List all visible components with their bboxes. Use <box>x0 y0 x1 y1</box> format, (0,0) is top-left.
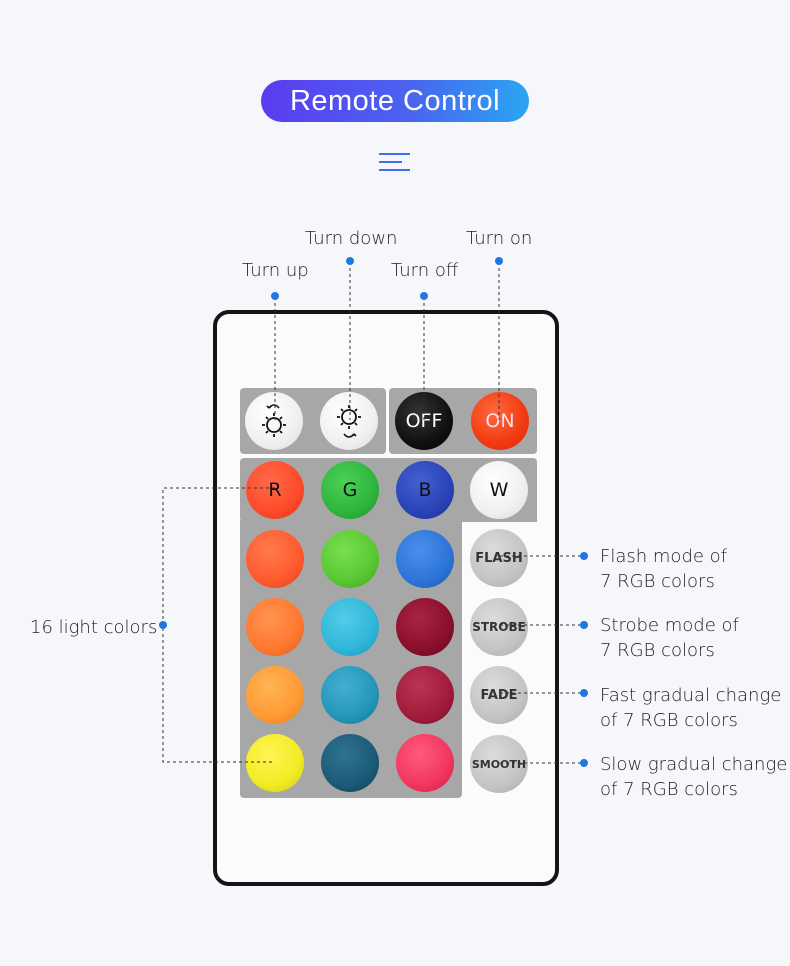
smooth-dot <box>580 759 588 767</box>
flash-desc-line2: 7 RGB colors <box>600 571 715 592</box>
color-button[interactable] <box>246 598 304 656</box>
color-button[interactable] <box>321 734 379 792</box>
color-button[interactable] <box>321 598 379 656</box>
turn-on-dot <box>495 257 503 265</box>
strobe-dot <box>580 621 588 629</box>
fade-dot <box>580 689 588 697</box>
flash-dot <box>580 552 588 560</box>
page-title: Remote Control <box>261 80 529 122</box>
color-button[interactable] <box>246 530 304 588</box>
color-button[interactable] <box>321 666 379 724</box>
color-button[interactable] <box>396 530 454 588</box>
smooth-desc-line1: Slow gradual change <box>600 754 788 775</box>
red-button[interactable]: R <box>246 461 304 519</box>
fade-button[interactable]: FADE <box>470 666 528 724</box>
white-button[interactable]: W <box>470 461 528 519</box>
brightness-down-icon <box>337 405 361 438</box>
strobe-button[interactable]: STROBE <box>470 598 528 656</box>
strobe-desc-line1: Strobe mode of <box>600 615 739 636</box>
fade-desc-line2: of 7 RGB colors <box>600 710 738 731</box>
color-button[interactable] <box>246 666 304 724</box>
color-button[interactable] <box>396 666 454 724</box>
off-button[interactable]: OFF <box>395 392 453 450</box>
turn-off-dot <box>420 292 428 300</box>
blue-button[interactable]: B <box>396 461 454 519</box>
menu-lines-icon <box>379 153 410 171</box>
flash-desc-line1: Flash mode of <box>600 546 728 567</box>
color-button[interactable] <box>396 598 454 656</box>
flash-button[interactable]: FLASH <box>470 529 528 587</box>
turn-off-label: Turn off <box>391 260 459 281</box>
turn-down-dot <box>346 257 354 265</box>
strobe-desc-line2: 7 RGB colors <box>600 640 715 661</box>
brightness-down-button[interactable] <box>320 392 378 450</box>
turn-on-label: Turn on <box>466 228 533 249</box>
smooth-button[interactable]: SMOOTH <box>470 735 528 793</box>
color-button[interactable] <box>246 734 304 792</box>
color-button[interactable] <box>396 734 454 792</box>
brightness-up-icon <box>262 404 286 437</box>
smooth-desc-line2: of 7 RGB colors <box>600 779 738 800</box>
green-button[interactable]: G <box>321 461 379 519</box>
on-button[interactable]: ON <box>471 392 529 450</box>
turn-up-dot <box>271 292 279 300</box>
light-colors-dot <box>159 621 167 629</box>
fade-desc-line1: Fast gradual change <box>600 685 782 706</box>
light-colors-label: 16 light colors <box>30 617 158 638</box>
turn-down-label: Turn down <box>305 228 398 249</box>
brightness-up-button[interactable] <box>245 392 303 450</box>
color-button[interactable] <box>321 530 379 588</box>
turn-up-label: Turn up <box>242 260 309 281</box>
